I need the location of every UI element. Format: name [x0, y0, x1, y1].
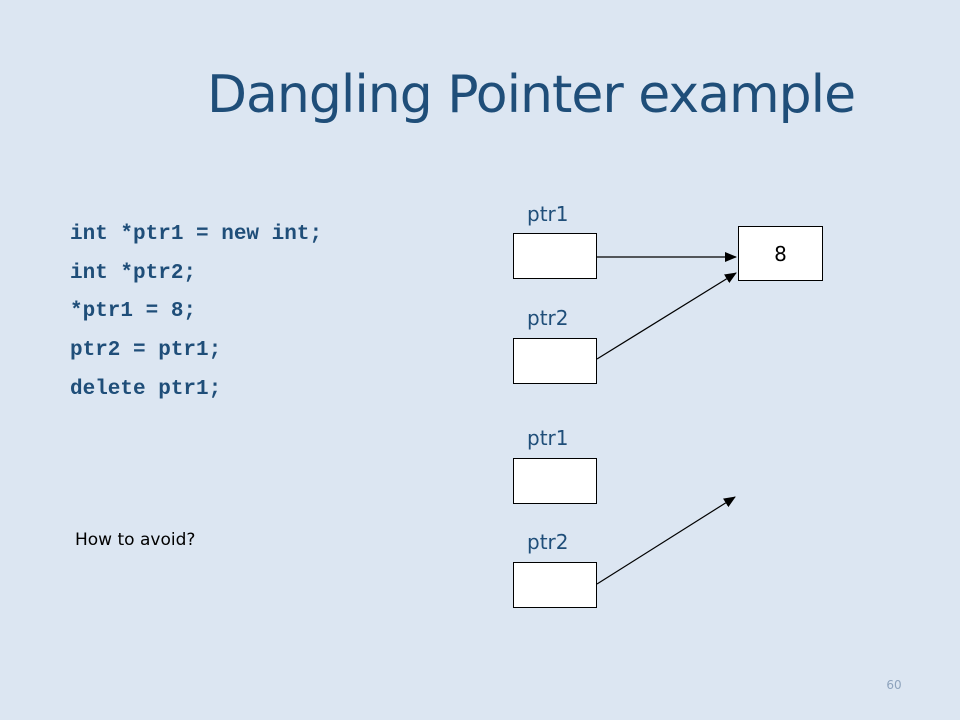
ptr2-to-value-arrow	[596, 272, 737, 360]
question-text: How to avoid?	[75, 530, 196, 550]
code-line-1: int *ptr1 = new int;	[70, 223, 323, 246]
code-line-2: int *ptr2;	[70, 261, 197, 285]
after-ptr2-label: ptr2	[527, 530, 569, 554]
code-line-3: *ptr1 = 8;	[70, 300, 197, 324]
after-ptr2-box	[513, 562, 597, 608]
after-ptr1-box	[513, 458, 597, 504]
before-ptr1-box	[513, 233, 597, 279]
after-ptr1-label: ptr1	[527, 426, 569, 450]
code-line-4: ptr2 = ptr1;	[70, 339, 222, 363]
slide-title: Dangling Pointer example	[207, 65, 856, 125]
code-block: int *ptr1 = new int; int *ptr2; *ptr1 = …	[70, 218, 322, 411]
page-number: 60	[886, 678, 902, 692]
code-line-5: delete ptr1;	[70, 377, 222, 401]
dangling-ptr2-arrow	[596, 496, 736, 585]
heap-value-box: 8	[738, 226, 823, 281]
before-ptr2-box	[513, 338, 597, 384]
before-ptr1-label: ptr1	[527, 202, 569, 226]
before-ptr2-label: ptr2	[527, 306, 569, 330]
